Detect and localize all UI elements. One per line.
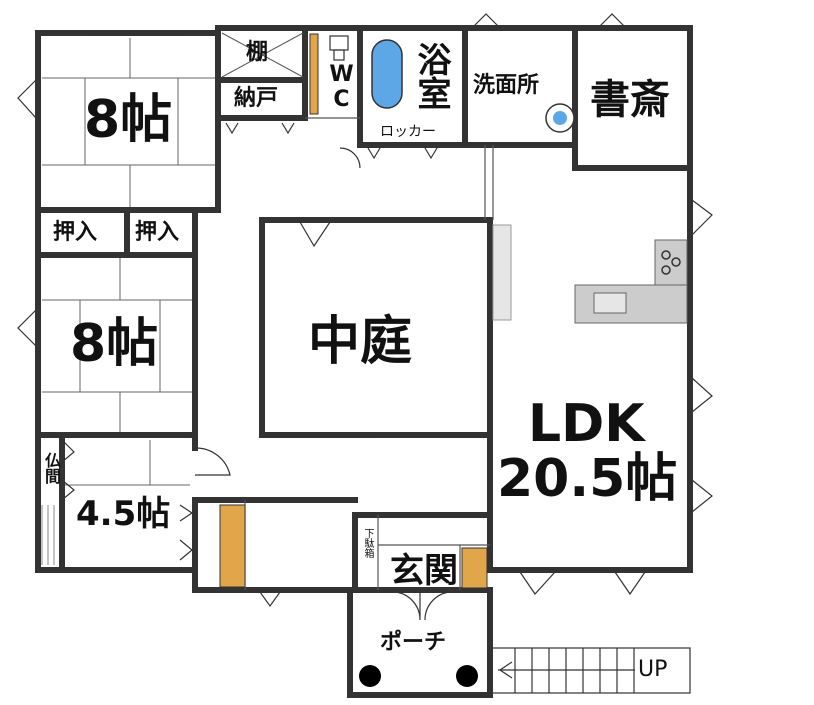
tatami-grid-mid	[42, 258, 193, 432]
room-label-genkan: 玄関	[390, 551, 458, 591]
room-label-8jo-top: 8帖	[84, 90, 173, 150]
room-label-ldk-size: 20.5帖	[497, 449, 678, 509]
bathtub	[371, 39, 403, 109]
room-label-oshiire-right: 押入	[135, 220, 180, 245]
room-label-4-5jo: 4.5帖	[76, 494, 171, 534]
room-label-nando: 納戸	[234, 86, 279, 111]
porch-pillar-right	[456, 665, 478, 687]
room-label-tana: 棚	[246, 40, 269, 65]
toilet	[329, 35, 349, 61]
room-label-wc: WC	[329, 62, 354, 112]
room-label-bath: 浴室	[411, 42, 451, 110]
room-label-8jo-mid: 8帖	[70, 314, 159, 374]
shelf-cross	[221, 32, 304, 78]
corridor-panel	[492, 224, 512, 321]
room-label-geta: 下駄箱	[362, 528, 373, 558]
kitchen-counter	[574, 239, 688, 324]
window-marks	[82, 32, 665, 571]
washbasin-bowl	[553, 111, 567, 125]
room-label-locker: ロッカー	[380, 124, 436, 140]
room-label-oshiire-left: 押入	[53, 220, 98, 245]
tatami-grid-small	[65, 440, 190, 486]
room-label-butsuma: 仏間	[42, 452, 61, 484]
wood-floor	[219, 33, 488, 589]
butsuma-stripes	[41, 505, 55, 565]
walls	[35, 25, 693, 698]
staircase	[489, 647, 691, 694]
door-swings	[17, 13, 713, 621]
tatami-grid-top	[42, 38, 215, 208]
room-label-nakaniwa: 中庭	[308, 312, 413, 372]
room-label-senmen: 洗面所	[473, 73, 540, 98]
room-label-shosai: 書斎	[590, 77, 670, 123]
stair-up-label: UP	[638, 657, 668, 682]
porch-pillar-left	[359, 665, 381, 687]
room-label-porch: ポーチ	[380, 630, 447, 655]
room-label-ldk: LDK	[528, 394, 645, 454]
